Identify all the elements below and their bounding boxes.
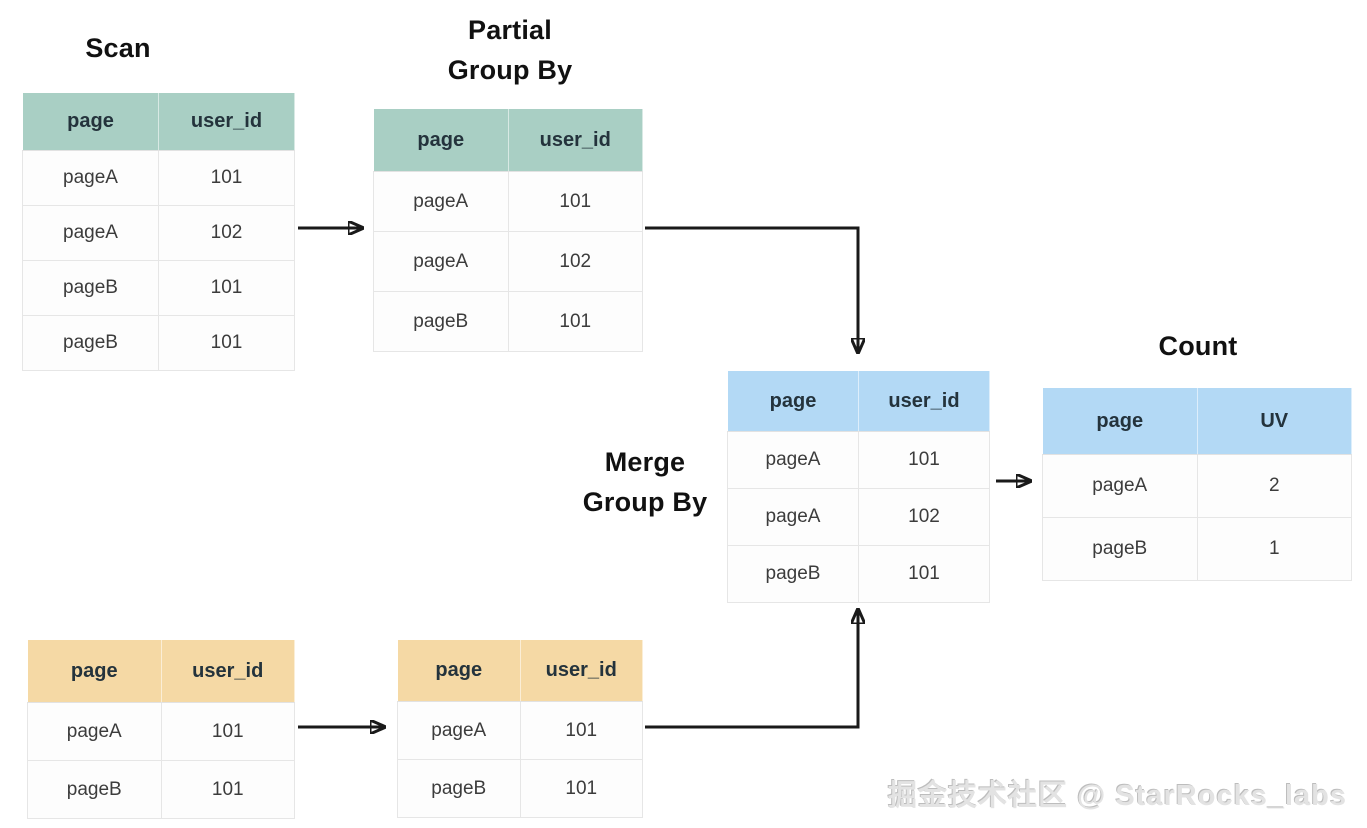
table-cell: pageB — [1042, 517, 1198, 581]
table-cell: pageB — [22, 315, 159, 371]
table-cell: pageB — [27, 760, 162, 819]
column-header: user_id — [507, 108, 643, 172]
column-header: page — [727, 370, 859, 432]
table-cell: 102 — [507, 231, 643, 292]
table-cell: pageA — [727, 431, 859, 489]
count-stage-title: Count — [1158, 331, 1238, 361]
partial-group-by-stage-title: Partial Group By — [410, 10, 610, 90]
table-cell: 101 — [858, 431, 990, 489]
column-header: page — [27, 639, 162, 703]
partial-title-line2: Group By — [447, 55, 573, 85]
column-header: UV — [1196, 387, 1352, 455]
merge-title-line2: Group By — [582, 487, 708, 517]
table-cell: 101 — [858, 545, 990, 603]
table-cell: pageA — [397, 701, 521, 760]
merge-title-line1: Merge — [604, 447, 686, 477]
column-header: page — [373, 108, 509, 172]
table-cell: pageB — [22, 260, 159, 316]
table-cell: 101 — [519, 701, 643, 760]
table-cell: 101 — [507, 291, 643, 352]
table-cell: pageB — [373, 291, 509, 352]
table-cell: pageA — [27, 702, 162, 761]
table-cell: 101 — [519, 759, 643, 818]
column-header: user_id — [160, 639, 295, 703]
table-cell: pageA — [727, 488, 859, 546]
table-cell: pageA — [22, 150, 159, 206]
table-cell: 102 — [858, 488, 990, 546]
table-cell: pageA — [1042, 454, 1198, 518]
scan-stage-title: Scan — [85, 33, 151, 63]
column-header: user_id — [158, 92, 295, 151]
partial-title-line1: Partial — [468, 15, 552, 45]
table-cell: 101 — [158, 150, 295, 206]
table-cell: pageA — [373, 231, 509, 292]
table-cell: pageB — [727, 545, 859, 603]
table-cell: pageA — [373, 171, 509, 232]
table-cell: 101 — [158, 315, 295, 371]
table-cell: pageA — [22, 205, 159, 261]
merge-group-by-stage-title: Merge Group By — [545, 442, 745, 522]
column-header: page — [22, 92, 159, 151]
table-cell: 101 — [160, 760, 295, 819]
table-cell: 1 — [1196, 517, 1352, 581]
table-cell: pageB — [397, 759, 521, 818]
column-header: user_id — [858, 370, 990, 432]
table-cell: 102 — [158, 205, 295, 261]
table-cell: 101 — [158, 260, 295, 316]
table-cell: 101 — [507, 171, 643, 232]
arrow-partial2-to-merge — [645, 610, 858, 729]
table-cell: 101 — [160, 702, 295, 761]
column-header: page — [397, 639, 521, 702]
column-header: page — [1042, 387, 1198, 455]
watermark-text: 掘金技术社区 @ StarRocks_labs — [887, 780, 1347, 812]
arrow-partial-to-merge — [645, 226, 858, 352]
column-header: user_id — [519, 639, 643, 702]
table-cell: 2 — [1196, 454, 1352, 518]
